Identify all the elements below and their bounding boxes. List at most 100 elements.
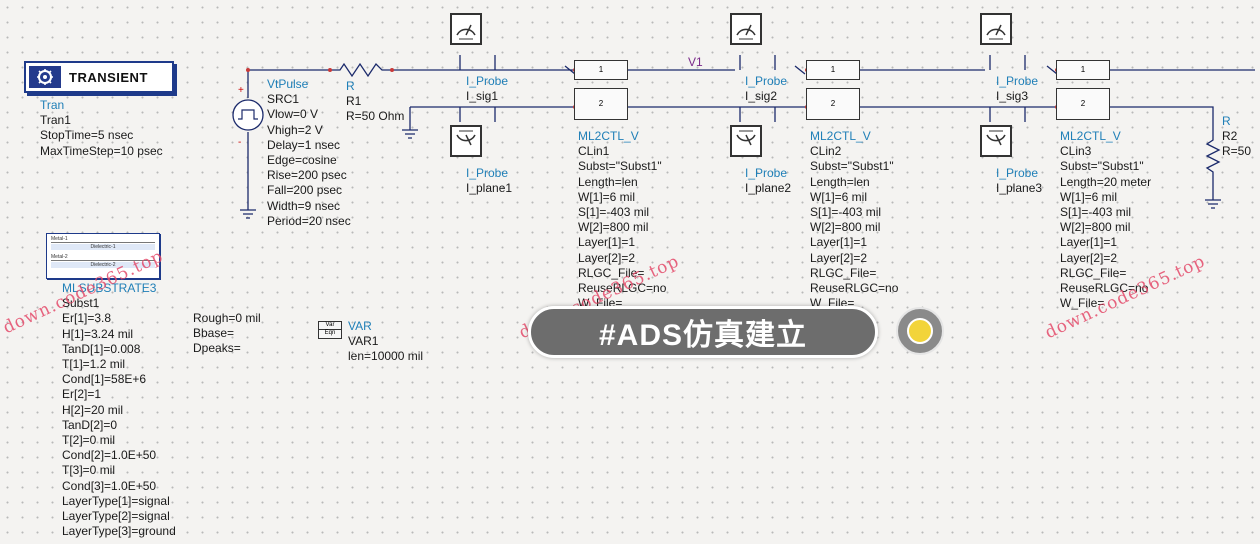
source-fall: Fall=200 psec — [267, 183, 343, 198]
transient-parameters[interactable]: Tran Tran1 StopTime=5 nsec MaxTimeStep=1… — [40, 98, 163, 159]
clin2-rlgc-file: RLGC_File= — [810, 265, 877, 280]
probe-plane1-symbol[interactable] — [450, 125, 482, 157]
clin3-layer1: Layer[1]=1 — [1060, 235, 1118, 250]
substrate-icon-metal1: Metal-1 — [51, 236, 155, 243]
clin1-length: Length=len — [578, 174, 638, 189]
clin3-reuse-rlgc: ReuseRLGC=no — [1060, 281, 1149, 296]
clin3-s1: S[1]=-403 mil — [1060, 205, 1132, 220]
clin2-reuse-rlgc: ReuseRLGC=no — [810, 281, 899, 296]
ammeter-icon — [986, 24, 1006, 40]
clin3-length: Length=20 meter — [1060, 174, 1152, 189]
probe-sig2-instance: I_sig2 — [745, 89, 778, 104]
var-eqn-icon[interactable]: Var Eqn — [318, 321, 342, 339]
probe-plane1-type: I_Probe — [466, 166, 509, 180]
resistor-r1-instance: R1 — [346, 94, 362, 109]
substrate-bbase: Bbase= — [193, 326, 235, 341]
substrate-tand2: TanD[2]=0 — [62, 417, 118, 432]
clin1-pin2-box[interactable]: 2 — [574, 88, 628, 120]
probe-plane1-label[interactable]: I_Probe I_plane1 — [466, 166, 512, 196]
var-instance: VAR1 — [348, 334, 379, 349]
substrate-parameters-right[interactable]: Rough=0 mil Bbase= Dpeaks= — [193, 311, 261, 357]
source-edge: Edge=cosine — [267, 153, 337, 168]
clin1-w1: W[1]=6 mil — [578, 189, 636, 204]
clin3-subst: Subst="Subst1" — [1060, 159, 1144, 174]
substrate-layertype2: LayerType[2]=signal — [62, 509, 170, 524]
clin1-parameters[interactable]: ML2CTL_V CLin1 Subst="Subst1" Length=len… — [578, 129, 666, 311]
resistor-r1-parameters[interactable]: R R1 R=50 Ohm — [346, 79, 404, 125]
probe-sig2-type: I_Probe — [745, 74, 788, 88]
source-width: Width=9 nsec — [267, 198, 341, 213]
source-vlow: Vlow=0 V — [267, 107, 319, 122]
var-parameters[interactable]: VAR VAR1 len=10000 mil — [348, 319, 423, 365]
net-label-v1[interactable]: V1 — [688, 55, 703, 69]
probe-sig1-label[interactable]: I_Probe I_sig1 — [466, 74, 508, 104]
transient-simulation-component[interactable]: TRANSIENT — [24, 61, 174, 93]
probe-sig2-label[interactable]: I_Probe I_sig2 — [745, 74, 787, 104]
source-instance: SRC1 — [267, 92, 300, 107]
source-parameters[interactable]: VtPulse SRC1 Vlow=0 V Vhigh=2 V Delay=1 … — [267, 77, 351, 229]
probe-plane3-symbol[interactable] — [980, 125, 1012, 157]
clin2-pin2-box[interactable]: 2 — [806, 88, 860, 120]
clin3-parameters[interactable]: ML2CTL_V CLin3 Subst="Subst1" Length=20 … — [1060, 129, 1151, 311]
probe-plane3-type: I_Probe — [996, 166, 1039, 180]
probe-plane2-type: I_Probe — [745, 166, 788, 180]
probe-plane1-instance: I_plane1 — [466, 181, 513, 196]
clin2-w2: W[2]=800 mil — [810, 220, 881, 235]
clin2-length: Length=len — [810, 174, 870, 189]
substrate-dpeaks: Dpeaks= — [193, 341, 241, 356]
ammeter-icon — [456, 130, 476, 146]
clin2-s1: S[1]=-403 mil — [810, 205, 882, 220]
var-icon-eqn-text: Eqn — [319, 329, 341, 337]
substrate-t3: T[3]=0 mil — [62, 463, 116, 478]
substrate-parameters[interactable]: MLSUBSTRATE3 Subst1 Er[1]=3.8 H[1]=3.24 … — [62, 281, 176, 539]
clin2-pin1-box[interactable]: 1 — [806, 60, 860, 80]
substrate-icon-dielectric2: Dielectric-2 — [51, 262, 155, 268]
clin3-rlgc-file: RLGC_File= — [1060, 265, 1127, 280]
clin3-pin1-box[interactable]: 1 — [1056, 60, 1110, 80]
clin1-type: ML2CTL_V — [578, 129, 639, 143]
probe-plane3-instance: I_plane3 — [996, 181, 1043, 196]
banner-dot-icon[interactable] — [896, 307, 944, 355]
clin3-pin2-box[interactable]: 2 — [1056, 88, 1110, 120]
resistor-r2-value: R=50 — [1222, 144, 1252, 159]
clin2-parameters[interactable]: ML2CTL_V CLin2 Subst="Subst1" Length=len… — [810, 129, 898, 311]
hashtag-banner[interactable]: #ADS仿真建立 — [528, 306, 878, 358]
clin1-pin1-box[interactable]: 1 — [574, 60, 628, 80]
banner-dot-inner — [907, 318, 933, 344]
ammeter-icon — [736, 130, 756, 146]
probe-sig3-label[interactable]: I_Probe I_sig3 — [996, 74, 1038, 104]
probe-plane2-label[interactable]: I_Probe I_plane2 — [745, 166, 791, 196]
var-len: len=10000 mil — [348, 349, 424, 364]
clin1-layer2: Layer[2]=2 — [578, 250, 636, 265]
substrate-type: MLSUBSTRATE3 — [62, 281, 157, 295]
clin3-w1: W[1]=6 mil — [1060, 189, 1118, 204]
substrate-icon-metal2: Metal-2 — [51, 254, 155, 261]
ammeter-icon — [986, 130, 1006, 146]
source-period: Period=20 nsec — [267, 213, 351, 228]
substrate-component-icon[interactable]: Metal-1 Dielectric-1 Metal-2 Dielectric-… — [46, 233, 160, 279]
probe-plane2-symbol[interactable] — [730, 125, 762, 157]
resistor-r2-parameters[interactable]: R R2 R=50 — [1222, 114, 1251, 160]
clin3-w-file: W_File= — [1060, 296, 1105, 311]
probe-sig3-symbol[interactable] — [980, 13, 1012, 45]
probe-plane3-label[interactable]: I_Probe I_plane3 — [996, 166, 1042, 196]
probe-sig1-type: I_Probe — [466, 74, 509, 88]
clin2-subst: Subst="Subst1" — [810, 159, 894, 174]
transient-label: TRANSIENT — [69, 69, 148, 85]
resistor-r1-value: R=50 Ohm — [346, 109, 405, 124]
substrate-t1: T[1]=1.2 mil — [62, 357, 126, 372]
clin1-subst: Subst="Subst1" — [578, 159, 662, 174]
substrate-tand1: TanD[1]=0.008 — [62, 341, 141, 356]
substrate-layertype1: LayerType[1]=signal — [62, 493, 170, 508]
clin1-instance: CLin1 — [578, 144, 610, 159]
transient-instance: Tran1 — [40, 113, 71, 128]
probe-sig1-symbol[interactable] — [450, 13, 482, 45]
substrate-icon-dielectric1: Dielectric-1 — [51, 244, 155, 250]
clin3-layer2: Layer[2]=2 — [1060, 250, 1118, 265]
probe-sig2-symbol[interactable] — [730, 13, 762, 45]
clin3-w2: W[2]=800 mil — [1060, 220, 1131, 235]
clin1-w2: W[2]=800 mil — [578, 220, 649, 235]
banner-text: #ADS仿真建立 — [598, 319, 808, 352]
probe-plane2-instance: I_plane2 — [745, 181, 792, 196]
